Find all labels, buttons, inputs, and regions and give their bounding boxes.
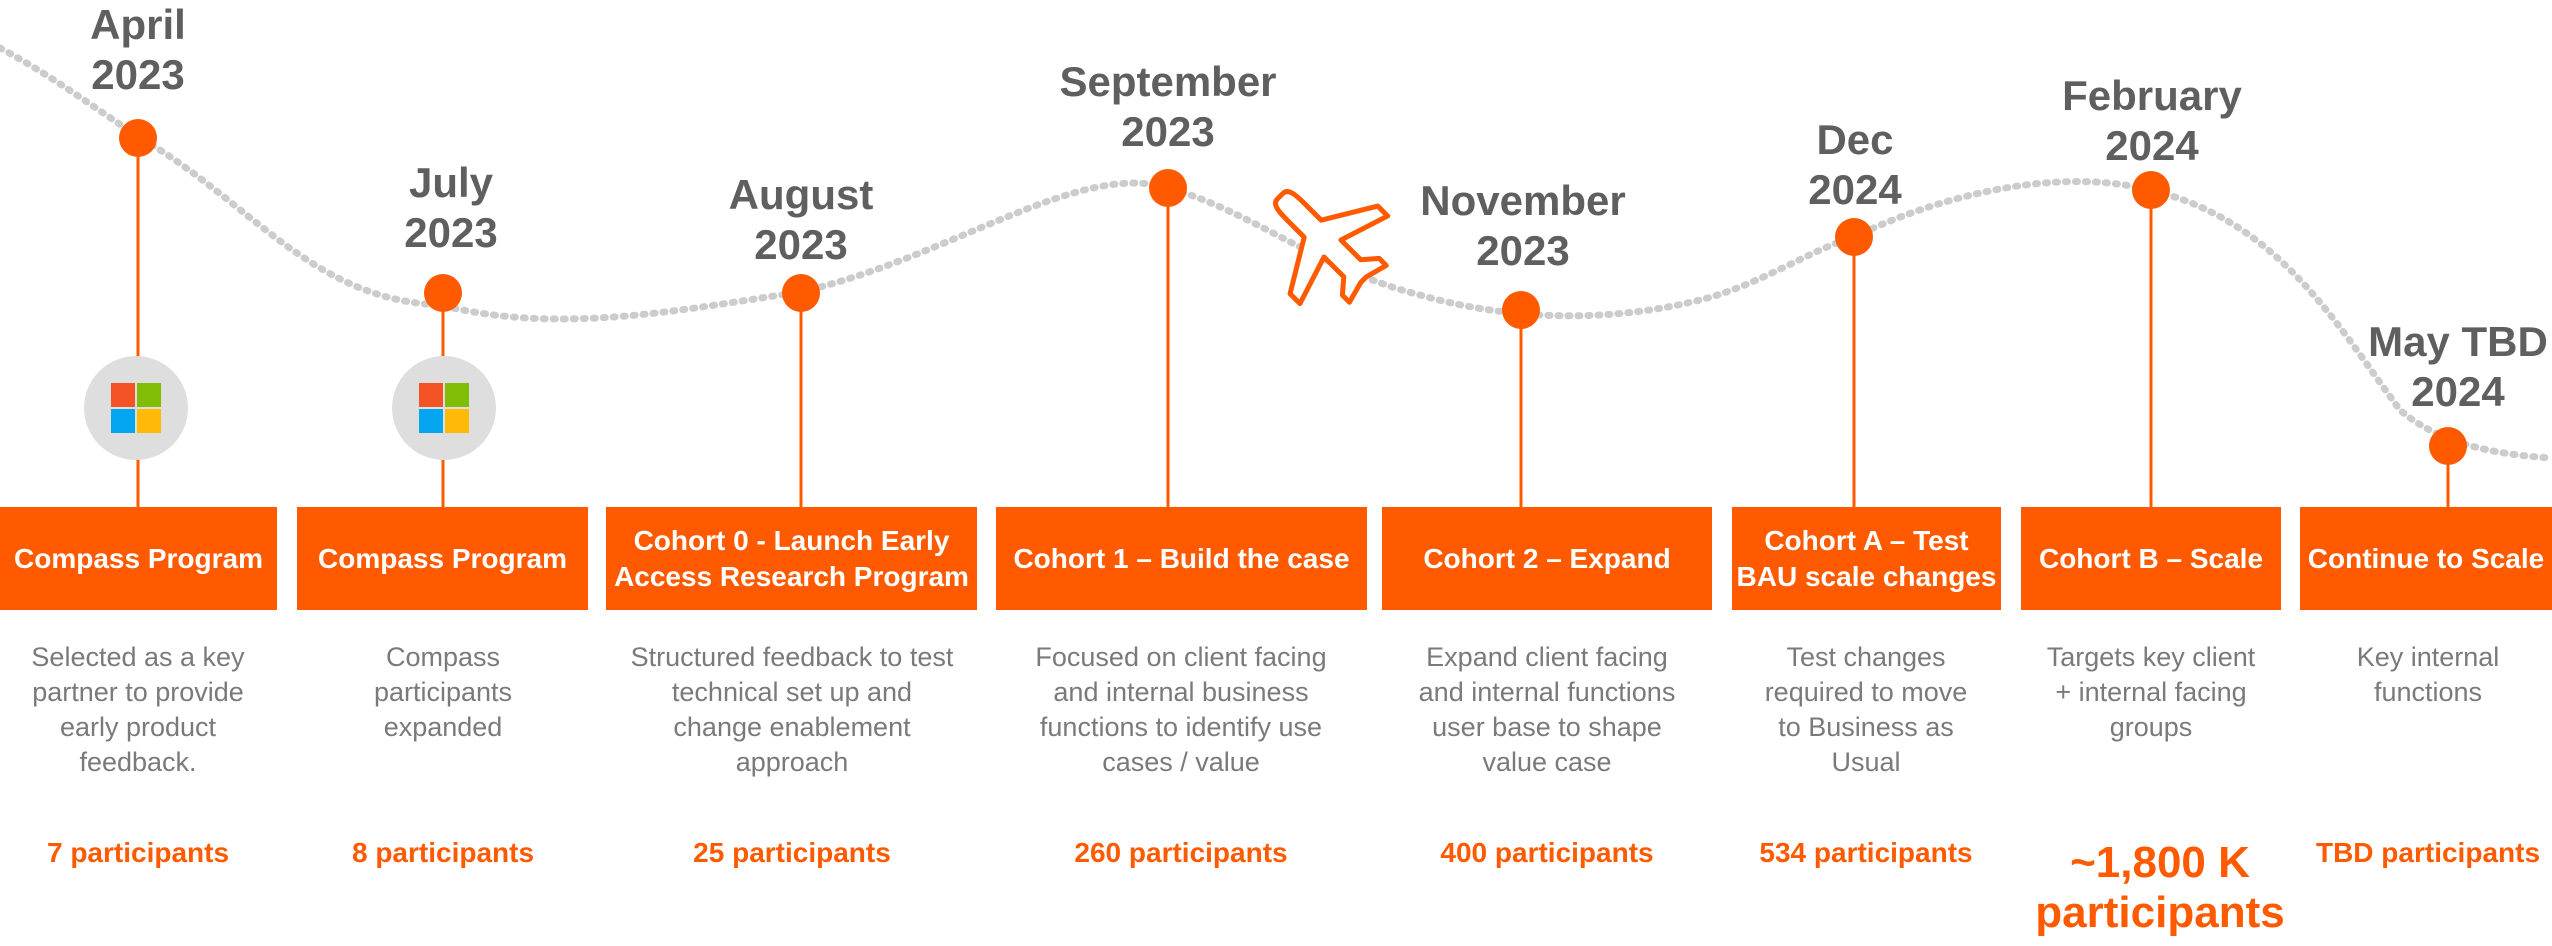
milestone-description-july: Compass participants expanded <box>373 642 513 742</box>
milestone-participants-dec: 534 participants <box>1759 837 1973 868</box>
milestone-dot-august <box>782 274 820 312</box>
milestone-date-may: May TBD 2024 <box>2368 318 2548 415</box>
airplane-icon <box>1273 189 1391 307</box>
milestone-dot-february <box>2132 171 2170 209</box>
milestone-description-february: Targets key client + internal facing gro… <box>2046 642 2256 742</box>
milestone-dot-dec <box>1835 218 1873 256</box>
milestone-dot-april <box>119 119 157 157</box>
milestone-dot-may <box>2429 427 2467 465</box>
milestone-date-dec: Dec 2024 <box>1808 116 1902 213</box>
microsoft-logo-badge-april <box>84 356 188 460</box>
milestone-dot-november <box>1502 291 1540 329</box>
milestone-description-august: Structured feedback to test technical se… <box>630 642 954 777</box>
milestone-title-september: Cohort 1 – Build the case <box>996 507 1367 610</box>
milestone-description-may: Key internal functions <box>2356 642 2500 707</box>
milestone-date-july: July 2023 <box>404 159 498 256</box>
milestone-title-dec: Cohort A – Test BAU scale changes <box>1732 507 2001 610</box>
milestone-title-april: Compass Program <box>0 507 277 610</box>
milestone-description-dec: Test changes required to move to Busines… <box>1764 642 1968 777</box>
milestone-dot-july <box>424 274 462 312</box>
milestone-description-april: Selected as a key partner to provide ear… <box>31 642 245 777</box>
milestone-title-july: Compass Program <box>297 507 588 610</box>
milestone-date-september: September 2023 <box>1059 58 1277 155</box>
milestone-title-august: Cohort 0 - Launch Early Access Research … <box>606 507 977 610</box>
milestone-participants-may: TBD participants <box>2315 837 2541 868</box>
milestone-date-april: April 2023 <box>90 1 186 98</box>
milestone-dot-september <box>1149 169 1187 207</box>
milestone-title-may: Continue to Scale <box>2300 507 2552 610</box>
milestone-date-november: November 2023 <box>1420 177 1626 274</box>
microsoft-logo-badge-july <box>392 356 496 460</box>
milestone-title-november: Cohort 2 – Expand <box>1382 507 1712 610</box>
milestone-date-august: August 2023 <box>728 171 874 268</box>
milestone-participants-august: 25 participants <box>693 837 891 868</box>
milestone-description-november: Expand client facing and internal functi… <box>1418 642 1676 777</box>
milestone-participants-july: 8 participants <box>351 837 535 868</box>
milestone-participants-september: 260 participants <box>1074 837 1288 868</box>
milestone-participants-november: 400 participants <box>1440 837 1654 868</box>
milestone-participants-february: ~1,800 K participants <box>2035 838 2285 937</box>
milestone-description-september: Focused on client facing and internal bu… <box>1035 642 1327 777</box>
milestone-title-february: Cohort B – Scale <box>2021 507 2281 610</box>
milestone-participants-april: 7 participants <box>46 837 230 868</box>
milestone-date-february: February 2024 <box>2062 72 2242 169</box>
